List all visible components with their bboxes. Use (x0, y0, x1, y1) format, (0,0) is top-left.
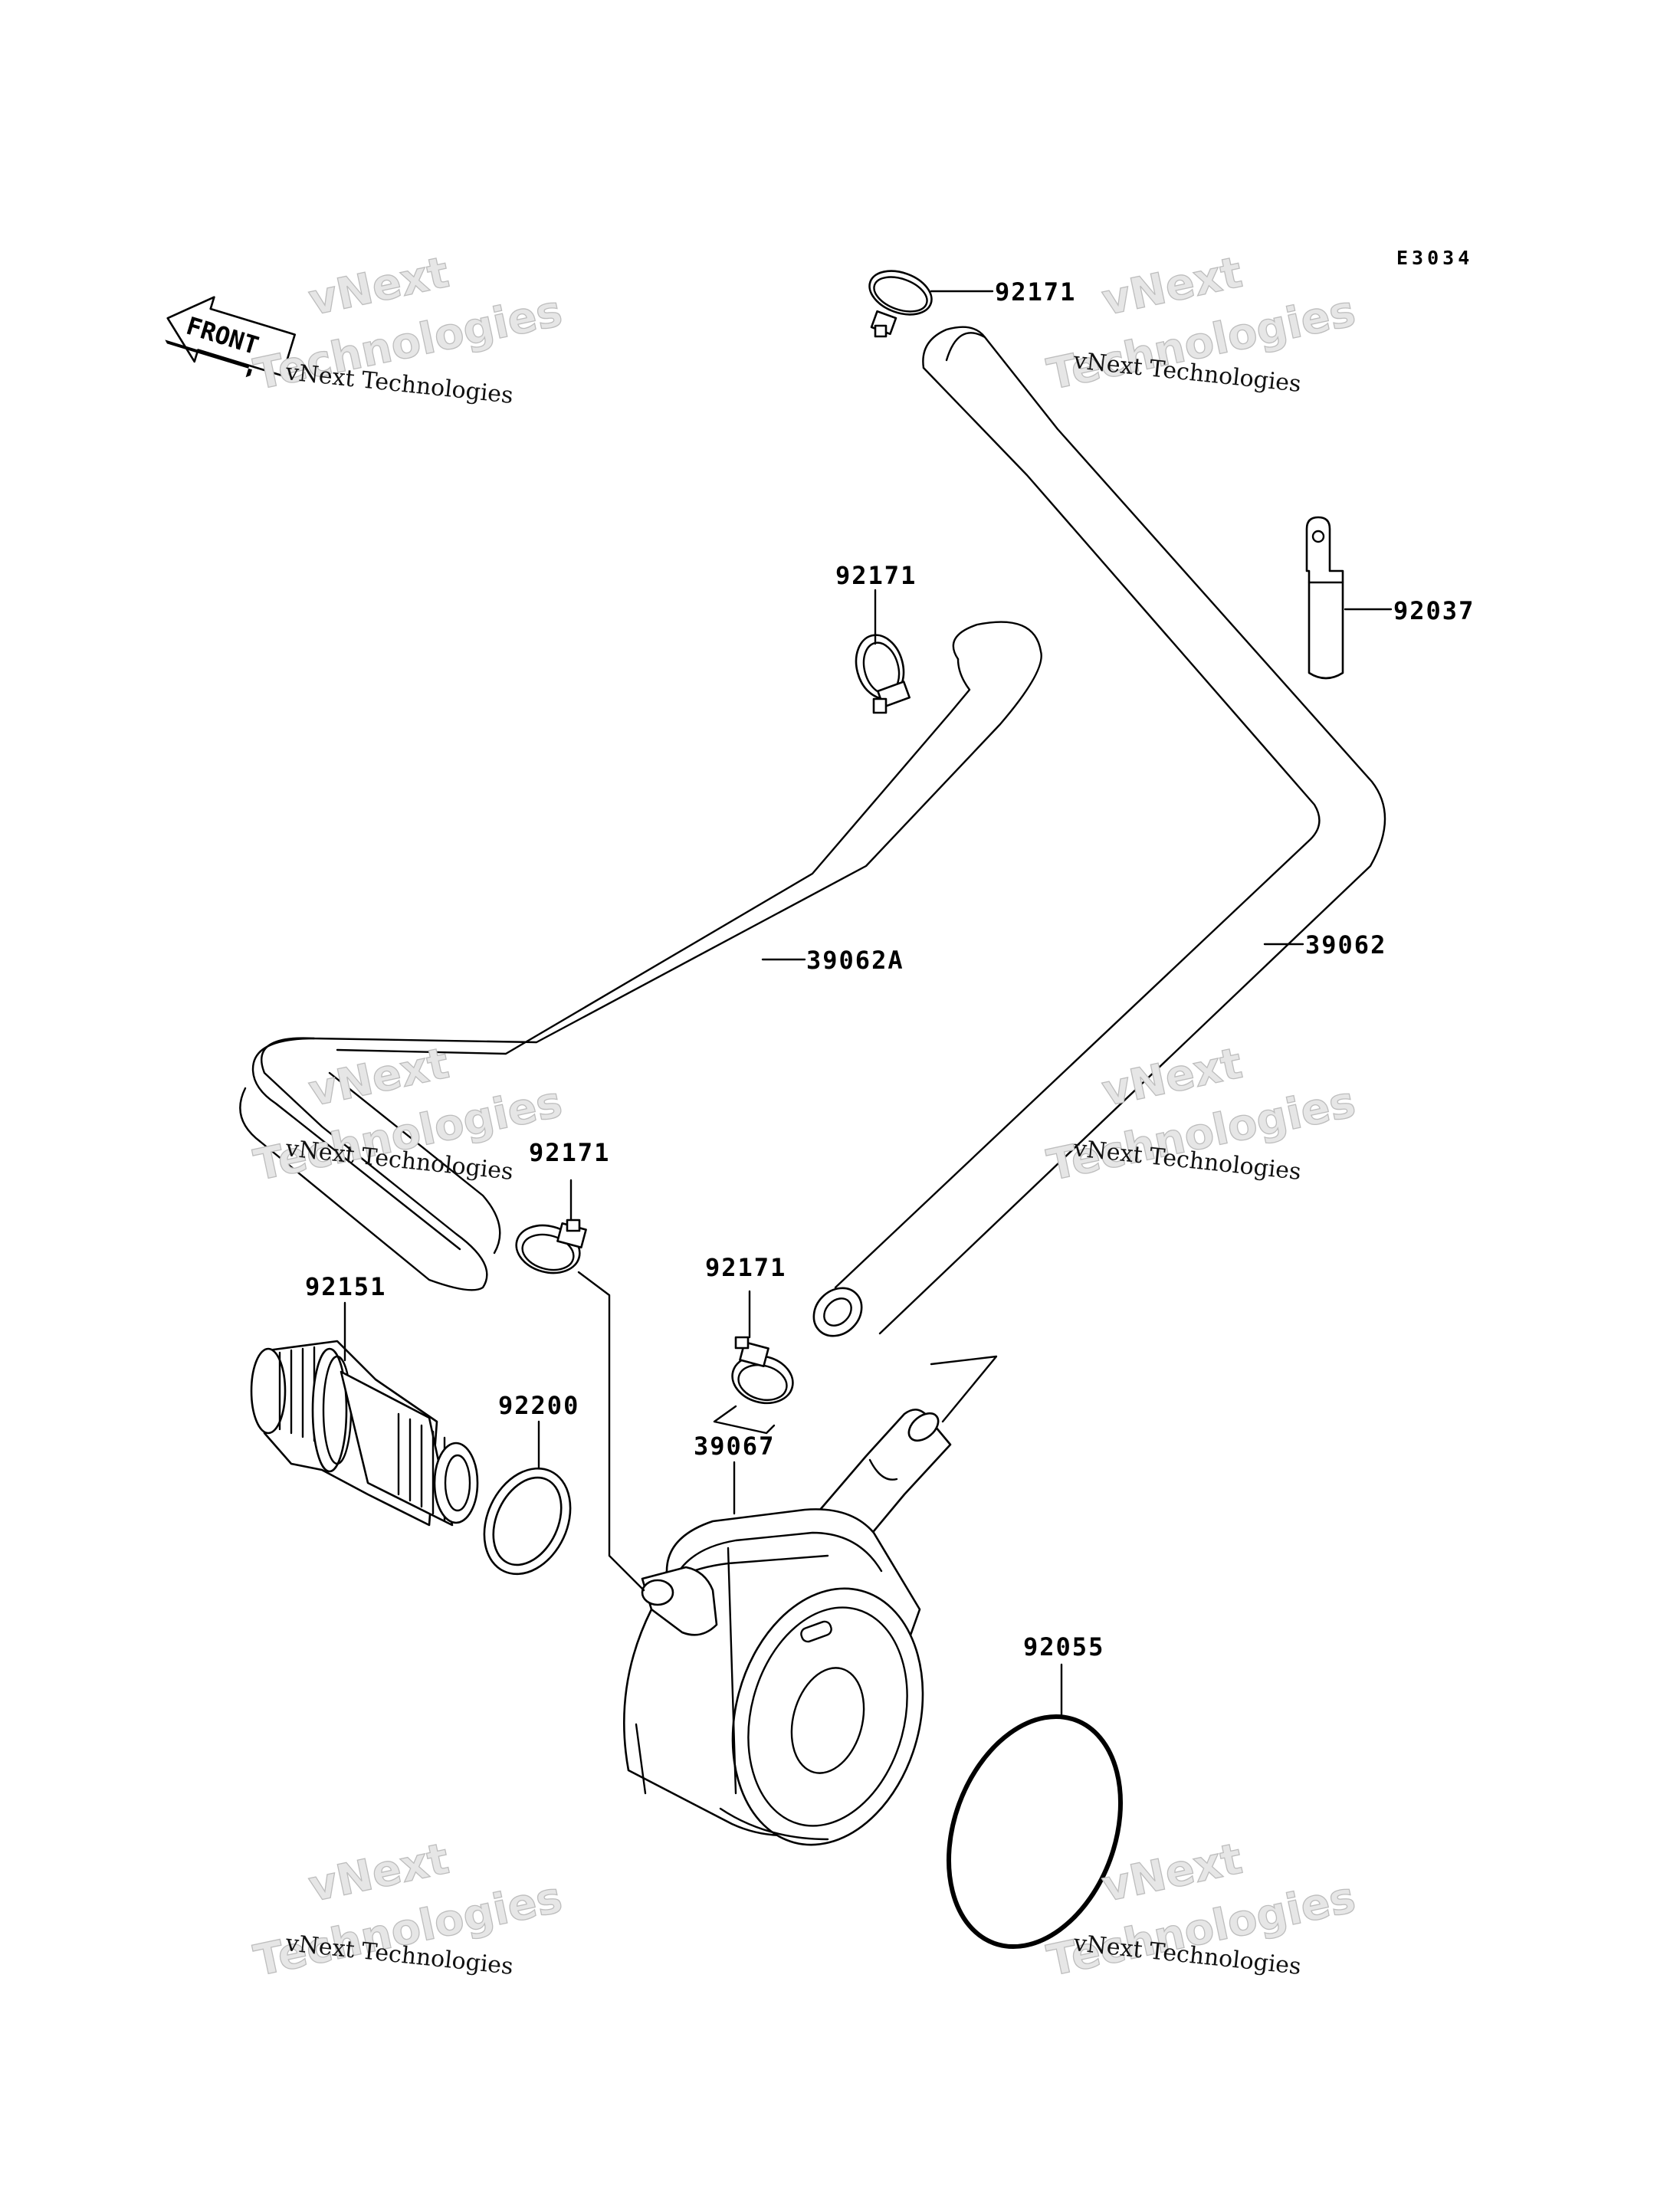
label-union-bolt: 92151 (305, 1272, 386, 1301)
hose-39062a (239, 621, 1042, 1291)
oil-cooler-39067-icon (623, 1409, 952, 1846)
label-band: 92037 (1393, 596, 1475, 625)
label-clamp-left: 92171 (529, 1138, 610, 1167)
clamp-lower-icon (731, 1336, 794, 1405)
leader-lines (343, 290, 1393, 1718)
label-clamp-top: 92171 (995, 277, 1076, 307)
label-clamp-lower: 92171 (705, 1253, 786, 1282)
watermark: vNext Technologies (1042, 1038, 1360, 1191)
label-washer: 92200 (498, 1391, 579, 1420)
label-clamp-mid: 92171 (835, 561, 917, 590)
union-bolt-92151-icon (250, 1340, 479, 1527)
clamp-top-icon (868, 270, 933, 338)
clamp-mid-icon (855, 634, 911, 714)
part-labels: 92171 92171 92037 39062A 39062 92171 921… (305, 277, 1475, 1661)
label-hose: 39062 (1305, 930, 1386, 959)
label-oil-cooler: 39067 (694, 1432, 775, 1461)
label-hose-a: 39062A (806, 946, 904, 975)
label-o-ring: 92055 (1023, 1632, 1104, 1661)
hose-39062 (812, 326, 1386, 1337)
clamp-left-icon (515, 1219, 587, 1274)
o-ring-92055-icon (946, 1714, 1124, 1950)
diagram-code: E3034 (1396, 247, 1473, 269)
washer-92200-icon (483, 1467, 572, 1576)
band-92037-icon (1305, 516, 1344, 680)
